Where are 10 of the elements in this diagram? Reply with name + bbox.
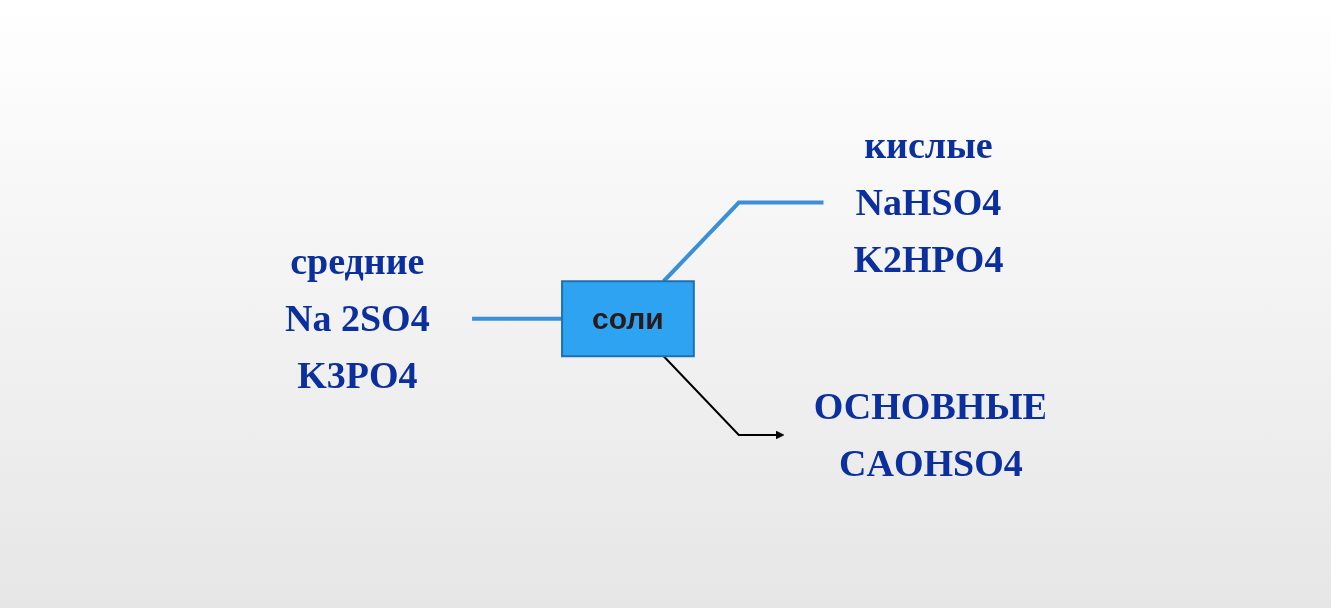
node-label: K3PO4: [297, 353, 418, 396]
node-label: Na 2SO4: [285, 296, 431, 339]
node-text: средние: [290, 239, 425, 282]
node-label: K2HPO4: [853, 237, 1004, 280]
node-text: кислые: [864, 123, 994, 166]
arrow: [663, 354, 785, 439]
node-label: CAOHSO4: [839, 441, 1024, 484]
node-box: соли: [561, 279, 696, 357]
connector: [472, 316, 563, 321]
node-label: NaHSO4: [855, 180, 1002, 223]
